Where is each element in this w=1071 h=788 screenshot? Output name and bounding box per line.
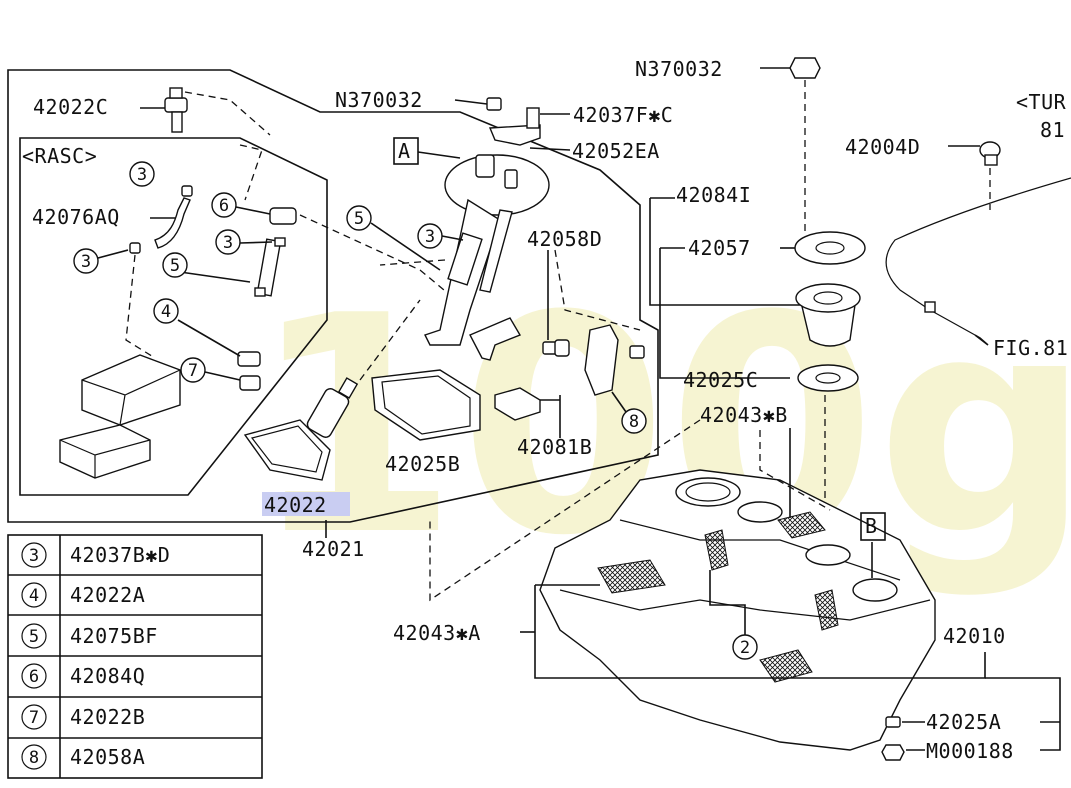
pump-bracket-left[interactable]	[237, 207, 297, 391]
clamp-42025C[interactable]	[795, 283, 861, 392]
svg-text:7: 7	[188, 361, 198, 381]
legend-row: 7 42022B	[21, 704, 145, 730]
legend-row: 6 42084Q	[21, 663, 145, 689]
legend-number: 3	[29, 546, 39, 566]
circled-number: 3	[417, 223, 443, 249]
label-N370032-small: N370032	[335, 88, 423, 112]
label-42084I: 42084I	[676, 183, 751, 207]
label-A: A	[398, 139, 411, 163]
label-42021: 42021	[302, 537, 365, 561]
legend-part-number: 42058A	[70, 745, 145, 769]
fuel-filter-42022C[interactable]	[164, 87, 188, 133]
circled-number: 2	[732, 634, 758, 660]
label-81: 81	[1040, 118, 1065, 142]
svg-text:6: 6	[219, 196, 229, 216]
label-42025B: 42025B	[385, 452, 460, 476]
label-42052EA: 42052EA	[572, 139, 660, 163]
label-42081B: 42081B	[517, 435, 592, 459]
pump-plate-A[interactable]	[424, 154, 550, 346]
legend-number: 6	[29, 667, 39, 687]
label-42025A: 42025A	[926, 710, 1001, 734]
legend-number: 5	[29, 627, 39, 647]
rasc-frame	[19, 137, 328, 496]
label-42004D: 42004D	[845, 135, 920, 159]
label-M000188: M000188	[926, 739, 1014, 763]
label-42057: 42057	[688, 236, 751, 260]
legend-part-number: 42037B✱D	[70, 543, 170, 567]
circled-number: 3	[73, 248, 99, 274]
label-42043A: 42043✱A	[393, 621, 481, 645]
label-42022C: 42022C	[33, 95, 108, 119]
gasket-42025B[interactable]	[371, 369, 481, 441]
circled-number: 5	[162, 252, 188, 278]
fuel-tank-42010[interactable]	[539, 469, 936, 761]
fuel-pump-42022[interactable]	[243, 377, 359, 481]
label-42022[interactable]: 42022	[264, 493, 327, 517]
highlight-42022	[262, 492, 350, 516]
circled-number: 6	[211, 192, 237, 218]
svg-text:3: 3	[137, 165, 147, 185]
label-42058D: 42058D	[527, 227, 602, 251]
nut-N370032-small[interactable]	[486, 97, 502, 111]
label-42025C: 42025C	[683, 368, 758, 392]
hose-42076AQ[interactable]	[129, 185, 193, 254]
circled-number: 7	[180, 357, 206, 383]
legend-number: 7	[29, 708, 39, 728]
label-rasc: <RASC>	[22, 144, 97, 168]
label-42010: 42010	[943, 624, 1006, 648]
svg-text:3: 3	[223, 233, 233, 253]
svg-text:8: 8	[629, 412, 639, 432]
legend-part-number: 42084Q	[70, 664, 145, 688]
svg-text:3: 3	[81, 252, 91, 272]
sensor-42081B[interactable]	[494, 387, 541, 421]
svg-text:5: 5	[170, 256, 180, 276]
label-42076AQ: 42076AQ	[32, 205, 120, 229]
svg-text:3: 3	[425, 227, 435, 247]
svg-text:4: 4	[161, 302, 171, 322]
svg-text:2: 2	[740, 638, 750, 658]
legend-row: 5 42075BF	[21, 623, 158, 649]
svg-text:5: 5	[354, 209, 364, 229]
legend-number: 8	[29, 748, 39, 768]
circled-number: 3	[129, 161, 155, 187]
label-B: B	[865, 514, 878, 538]
ring-42057[interactable]	[794, 231, 866, 265]
label-tur: <TUR	[1016, 90, 1067, 114]
circled-number: 4	[153, 298, 179, 324]
legend-table: 3 42037B✱D 4 42022A 5 42075BF 6 42084Q 7…	[7, 534, 263, 779]
circled-number: 8	[621, 408, 647, 434]
circled-number: 3	[215, 229, 241, 255]
legend-row: 8 42058A	[21, 744, 145, 770]
legend-part-number: 42075BF	[70, 624, 158, 648]
label-42037FC: 42037F✱C	[573, 103, 673, 127]
legend-number: 4	[29, 586, 39, 606]
assembly-frame	[7, 69, 659, 523]
legend-part-number: 42022A	[70, 583, 145, 607]
label-fig81: FIG.81	[993, 336, 1068, 360]
pump-housing-rasc[interactable]	[59, 354, 181, 479]
legend-row: 3 42037B✱D	[21, 542, 170, 568]
label-42043B: 42043✱B	[700, 403, 788, 427]
circled-number: 5	[346, 205, 372, 231]
regulator-42058D[interactable]	[469, 317, 645, 396]
nut-N370032-large[interactable]	[789, 57, 821, 79]
clip-42004D[interactable]	[979, 141, 1001, 166]
legend-part-number: 42022B	[70, 705, 145, 729]
legend-row: 4 42022A	[21, 582, 145, 608]
bracket-42037F[interactable]	[488, 107, 541, 146]
label-N370032-large: N370032	[635, 57, 723, 81]
